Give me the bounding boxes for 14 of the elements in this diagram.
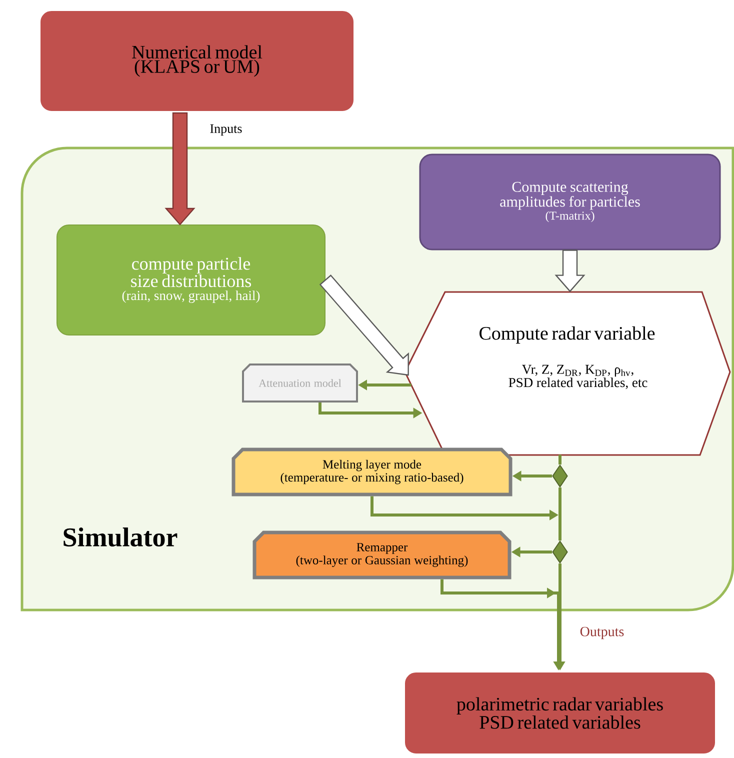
module-box: Attenuation model [242,364,358,402]
module-box: Melting layer mode (temperature- or mixing ratio-based) [232,448,512,496]
block-arrow [164,112,196,226]
hexagon-box: Compute radar variable Vr, Z, Z$_{DR}$, K$_{DP}$, ρ$_{hv}$, PSD related variables, etc [404,291,731,456]
process-box: compute particle size distributions (rain, snow, graupel, hail) [56,224,326,336]
edge-label: Outputs [580,626,624,640]
model-box: Numerical model (KLAPS or UM) [38,9,356,113]
process-box: Compute scattering amplitudes for particles (T-matrix) [419,154,721,250]
connector-line [558,454,562,464]
block-arrow [554,250,586,292]
output-box: polarimetric radar variables PSD related variables [403,670,717,756]
edge-label: Inputs [210,124,242,136]
connector-line [558,488,562,540]
module-box: Remapper (two-layer or Gaussian weighting) [252,530,512,580]
